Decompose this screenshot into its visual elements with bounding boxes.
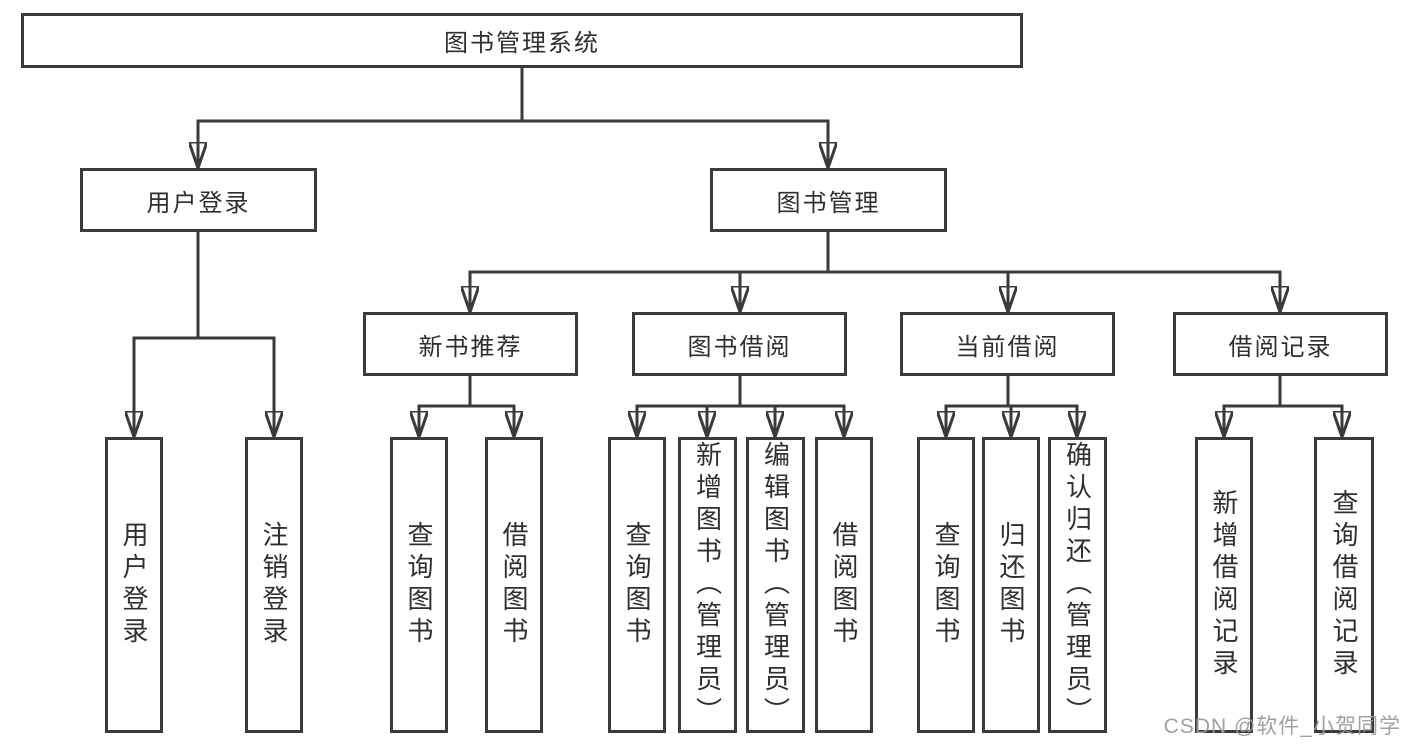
leaf-cb-confirm-return-admin: 确认归还（管理员） [1048,437,1107,733]
leaf-label: 确认归还（管理员） [1062,441,1093,729]
leaf-label: 用户登录 [119,521,149,649]
leaf-cb-return-books: 归还图书 [982,437,1040,733]
leaf-label: 新增借阅记录 [1209,489,1239,681]
leaf-nb-query-books: 查询图书 [390,437,448,733]
leaf-label: 查询借阅记录 [1329,489,1359,681]
leaf-br-query-record: 查询借阅记录 [1314,437,1374,733]
node-current-borrowing: 当前借阅 [900,312,1115,376]
leaf-label: 借阅图书 [499,521,529,649]
connector-new-book-recommend [419,376,514,437]
node-new-book-recommend: 新书推荐 [363,312,578,376]
node-borrowing-records: 借阅记录 [1173,312,1388,376]
leaf-label: 查询图书 [404,521,434,649]
leaf-label: 查询图书 [931,521,961,649]
node-label: 借阅记录 [1228,333,1333,361]
connector-root [198,68,828,168]
node-label: 图书管理系统 [444,30,600,57]
node-label: 当前借阅 [955,333,1060,361]
leaf-label: 编辑图书（管理员） [760,441,791,729]
node-root-library-system: 图书管理系统 [21,13,1023,68]
node-label: 新书推荐 [418,333,523,361]
node-book-borrowing: 图书借阅 [632,312,847,376]
leaf-label: 借阅图书 [829,521,859,649]
leaf-label: 新增图书（管理员） [692,441,723,729]
leaf-user-login: 用户登录 [105,437,163,733]
leaf-nb-borrow-books: 借阅图书 [485,437,543,733]
node-user-login: 用户登录 [80,168,317,232]
csdn-watermark: CSDN @软件_小贺同学 [1163,715,1401,738]
leaf-logout: 注销登录 [245,437,303,733]
connector-user-login [134,232,274,437]
leaf-label: 归还图书 [996,521,1026,649]
node-book-management: 图书管理 [710,168,947,232]
leaf-br-add-record: 新增借阅记录 [1195,437,1253,733]
connector-current-borrowing [946,376,1077,437]
node-label: 图书管理 [776,189,881,217]
leaf-bb-edit-book-admin: 编辑图书（管理员） [746,437,805,733]
node-label: 图书借阅 [687,333,792,361]
leaf-bb-borrow-books: 借阅图书 [815,437,873,733]
connector-book-borrowing [637,376,844,437]
leaf-bb-add-book-admin: 新增图书（管理员） [678,437,737,733]
connector-book-management [470,232,1280,312]
node-label: 用户登录 [146,189,251,217]
connector-borrowing-records [1224,376,1342,437]
leaf-cb-query-books: 查询图书 [917,437,975,733]
leaf-label: 查询图书 [622,521,652,649]
leaf-label: 注销登录 [259,521,289,649]
leaf-bb-query-books: 查询图书 [608,437,666,733]
